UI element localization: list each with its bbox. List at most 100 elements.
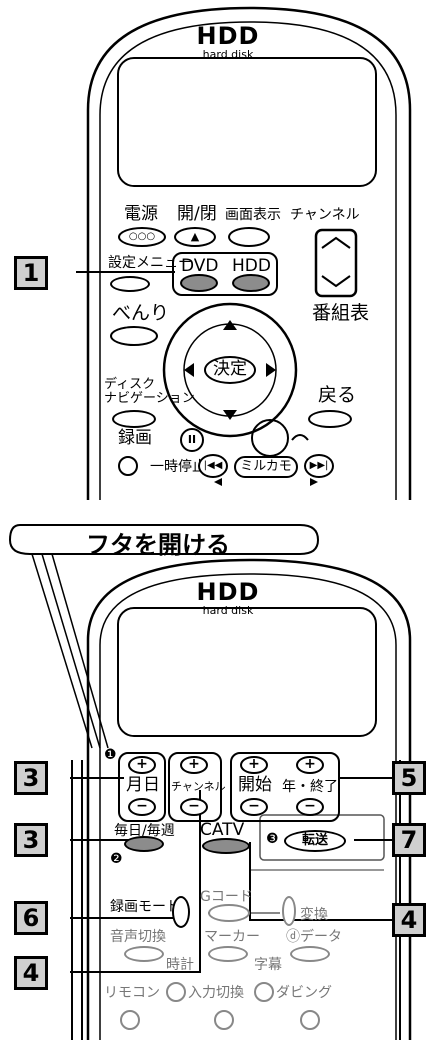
daily-weekly-label: 毎日/毎週 xyxy=(114,823,175,839)
rec-mode-button[interactable] xyxy=(172,896,190,928)
remocon-lower-button[interactable] xyxy=(120,1010,140,1030)
back-button[interactable] xyxy=(308,410,352,428)
bottom-remote-body xyxy=(86,558,412,1040)
callout-4-left: 4 xyxy=(14,956,48,990)
convert-button[interactable] xyxy=(282,896,296,926)
transfer-button[interactable]: 転送 xyxy=(284,830,346,852)
leader-4b xyxy=(249,842,392,921)
channel-label-bottom: チャンネル xyxy=(171,780,226,793)
bottom-remote-inner xyxy=(99,573,397,1040)
skip-back-icon: |◀◀ xyxy=(203,460,223,471)
disc-navigation-button[interactable] xyxy=(112,410,156,428)
power-label: 電源 xyxy=(124,204,158,224)
start-minus-button[interactable]: − xyxy=(240,798,268,816)
hdd-label: HDD xyxy=(232,256,271,276)
minus-glyph: − xyxy=(136,798,148,814)
hdd-button[interactable] xyxy=(232,274,270,292)
plus-glyph: + xyxy=(248,756,260,772)
benri-button[interactable] xyxy=(110,326,158,346)
callout-6: 6 xyxy=(14,901,48,935)
skip-forward-button[interactable]: ▶▶| xyxy=(304,454,334,478)
pause-button[interactable]: II xyxy=(180,428,204,452)
open-close-label: 開/閉 xyxy=(177,204,217,224)
dpad-up-arrow-icon xyxy=(223,320,237,330)
banner-outline xyxy=(8,524,320,555)
skip-forward-icon: ▶▶| xyxy=(309,460,329,471)
setup-menu-button[interactable] xyxy=(110,276,150,292)
start-end-group-frame xyxy=(230,752,340,822)
top-remote-inner xyxy=(99,21,397,500)
daily-weekly-button[interactable] xyxy=(124,836,164,852)
year-end-plus-button[interactable]: + xyxy=(296,756,324,774)
callout-7: 7 xyxy=(392,823,426,857)
callout-1: 1 xyxy=(14,256,48,290)
dvd-button[interactable] xyxy=(180,274,218,292)
channel-plus-button[interactable]: + xyxy=(180,756,208,774)
dvd-hdd-group-frame xyxy=(172,252,278,296)
remocon-label: リモコン xyxy=(104,985,160,1001)
year-end-label: 年・終了 xyxy=(282,779,338,795)
callout-4-right: 4 xyxy=(392,903,426,937)
d-data-label: ⓓデータ xyxy=(286,929,342,945)
disc-navigation-label: ディスク ナビゲーション xyxy=(104,377,195,407)
plus-glyph: + xyxy=(304,756,316,772)
channel-minus-button[interactable]: − xyxy=(180,798,208,816)
start-plus-button[interactable]: + xyxy=(240,756,268,774)
bottom-lcd-window xyxy=(117,607,377,737)
transfer-label: 転送 xyxy=(301,833,328,848)
catv-label: CATV xyxy=(200,820,245,840)
open-close-button[interactable]: ▲ xyxy=(174,227,216,247)
setup-menu-label: 設定メニュー xyxy=(108,255,192,271)
remocon-button[interactable] xyxy=(166,982,186,1002)
channel-label-top: チャンネル xyxy=(290,207,360,223)
skip-fwd-arrow-icon xyxy=(310,478,318,486)
marker-button[interactable] xyxy=(208,946,248,962)
plus-glyph: + xyxy=(136,756,148,772)
pause-icon: II xyxy=(187,433,197,446)
d-data-button[interactable] xyxy=(290,946,330,962)
monthday-label: 月日 xyxy=(126,775,160,795)
bottom-logo-text: HDD xyxy=(196,578,260,606)
top-logo-subtext: hard disk xyxy=(202,48,254,61)
eject-icon: ▲ xyxy=(190,230,200,243)
input-switch-button[interactable] xyxy=(254,982,274,1002)
top-lcd-window xyxy=(117,57,377,187)
rec-button[interactable] xyxy=(118,456,138,476)
monthday-plus-button[interactable]: + xyxy=(128,756,156,774)
leader-4a xyxy=(70,790,201,973)
display-button[interactable] xyxy=(228,227,270,247)
monthday-group-frame xyxy=(118,752,166,822)
mirukamo-label: ミルカモ xyxy=(240,459,292,474)
top-logo-text: HDD xyxy=(196,22,260,50)
skip-back-button[interactable]: |◀◀ xyxy=(198,454,228,478)
power-button[interactable]: ○○○ xyxy=(118,227,166,247)
gcode-button[interactable] xyxy=(208,904,250,922)
year-end-minus-button[interactable]: − xyxy=(296,798,324,816)
start-label: 開始 xyxy=(238,775,272,795)
convert-label: 変換 xyxy=(300,907,328,923)
dpad-left-arrow-icon xyxy=(184,363,194,377)
callout-3-lower: 3 xyxy=(14,823,48,857)
audio-switch-button[interactable] xyxy=(124,946,164,962)
catv-button[interactable] xyxy=(202,838,250,854)
monthday-minus-button[interactable]: − xyxy=(128,798,156,816)
step-2-marker: ❷ xyxy=(110,851,123,867)
dubbing-lower-button[interactable] xyxy=(300,1010,320,1030)
display-label: 画面表示 xyxy=(225,207,281,223)
power-glyph: ○○○ xyxy=(128,231,156,242)
enter-button[interactable]: 決定 xyxy=(204,356,256,384)
skip-back-arrow-icon xyxy=(214,478,222,486)
back-label: 戻る xyxy=(318,384,357,406)
callout-5: 5 xyxy=(392,761,426,795)
input-lower-button[interactable] xyxy=(214,1010,234,1030)
dubbing-label: ダビング xyxy=(276,985,332,1001)
subtitle-label: 字幕 xyxy=(254,957,282,973)
mirukamo-button[interactable]: ミルカモ xyxy=(234,456,298,478)
bottom-logo-subtext: hard disk xyxy=(202,604,254,617)
gcode-label: Gコード xyxy=(200,889,253,905)
pause-label: 一時停止 xyxy=(150,459,206,475)
catv-panel xyxy=(259,814,385,861)
open-cover-banner: フタを開ける xyxy=(86,531,230,559)
